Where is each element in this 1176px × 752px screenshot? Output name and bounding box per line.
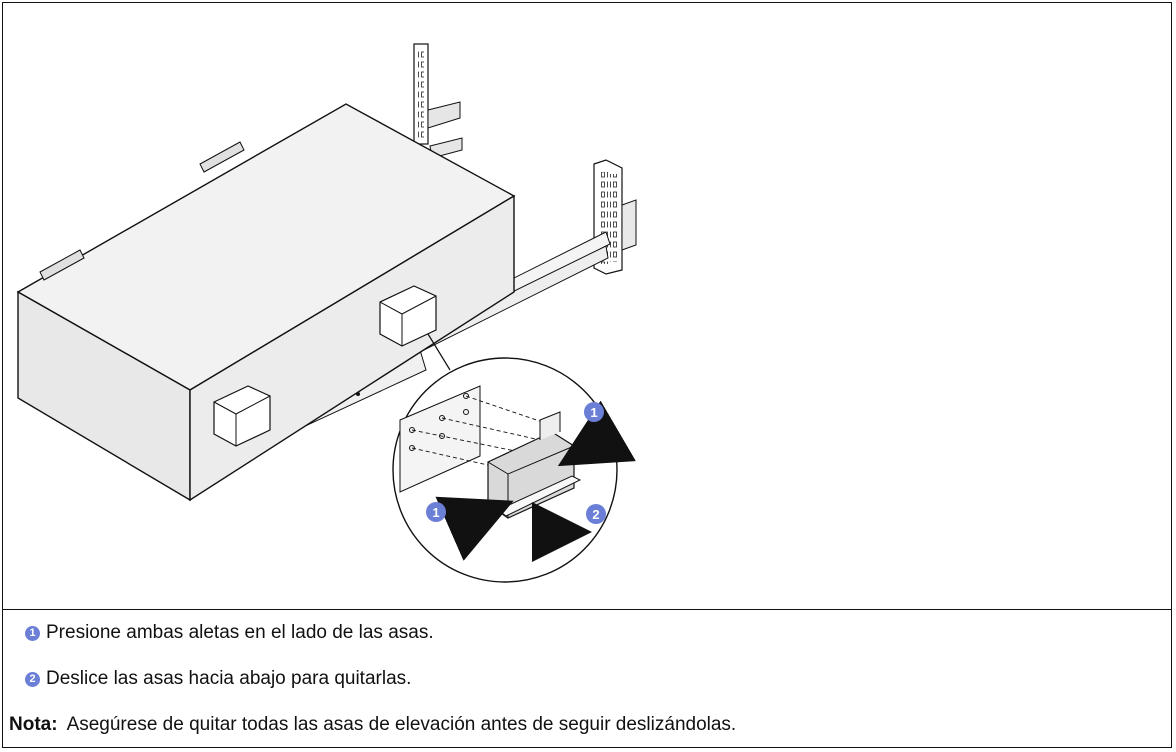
press-arrow-left	[435, 496, 514, 561]
device-chassis	[16, 103, 516, 502]
callout-badge-1-left: 1	[426, 502, 446, 522]
press-arrow-right	[557, 400, 636, 467]
svg-text:1: 1	[590, 405, 597, 420]
detail-zoom-circle	[392, 357, 618, 583]
step-2-badge: 2	[25, 671, 40, 687]
callout-badge-1-right: 1	[584, 402, 604, 422]
slide-down-arrow	[532, 502, 592, 562]
step-1-row: 1 Presione ambas aletas en el lado de la…	[2, 610, 1172, 656]
step-1-text: Presione ambas aletas en el lado de las …	[46, 622, 434, 643]
note-text: Asegúrese de quitar todas las asas de el…	[66, 713, 737, 735]
callout-badge-2: 2	[586, 504, 606, 524]
svg-text:2: 2	[592, 507, 599, 522]
step-1-badge: 1	[25, 625, 40, 641]
illustration-frame	[2, 2, 1172, 610]
svg-text:1: 1	[432, 505, 439, 520]
rear-rack-post	[413, 43, 463, 159]
lift-handle-rear	[213, 385, 271, 447]
lift-handle-front	[379, 285, 437, 347]
note-label: Nota:	[9, 713, 58, 735]
step-2-row: 2 Deslice las asas hacia abajo para quit…	[2, 656, 1172, 702]
step-2-text: Deslice las asas hacia abajo para quitar…	[46, 668, 412, 689]
note-row: Nota: Asegúrese de quitar todas las asas…	[2, 702, 1172, 748]
callout-leader-line	[427, 333, 451, 371]
lift-handle-removal-illustration: 1 1 2	[16, 43, 637, 583]
